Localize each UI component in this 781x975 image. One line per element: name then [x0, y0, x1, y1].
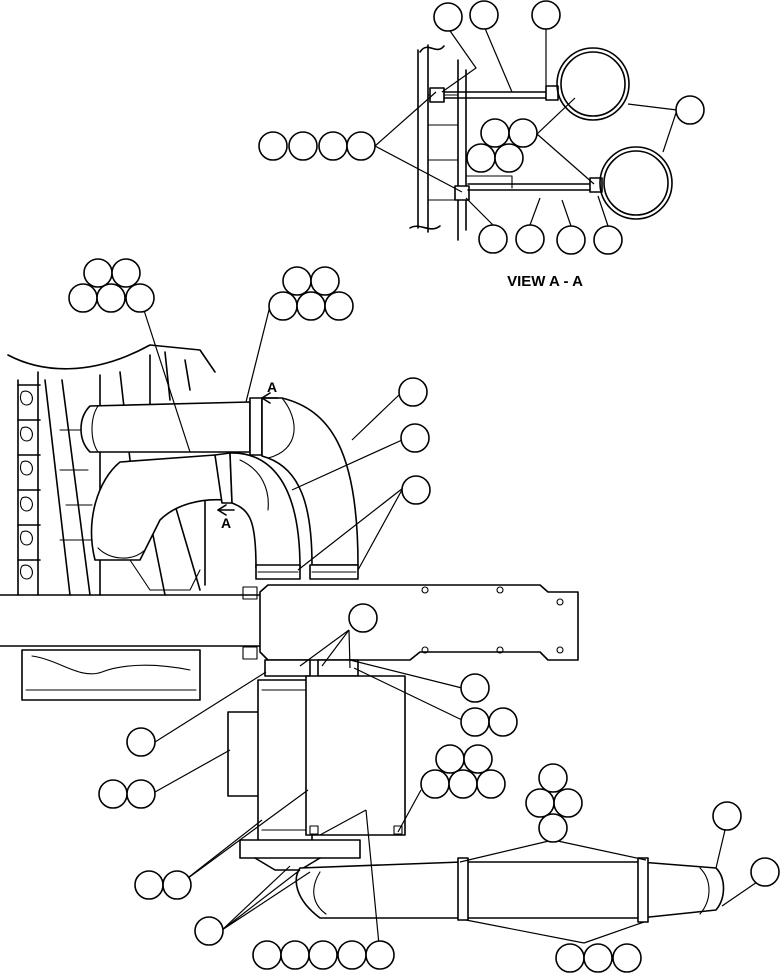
callout-balloon [258, 131, 288, 161]
callout-balloon [460, 673, 490, 703]
callout-balloon [460, 707, 490, 737]
view-title: VIEW A - A [507, 273, 583, 290]
callout-balloon [162, 870, 192, 900]
callout-balloon [750, 857, 780, 887]
callout-balloon [466, 143, 496, 173]
callout-balloon [508, 118, 538, 148]
callout-balloon [134, 870, 164, 900]
callout-balloon [525, 788, 555, 818]
callout-balloon [593, 225, 623, 255]
callout-balloon [318, 131, 348, 161]
callout-balloon [488, 707, 518, 737]
section-mark-upper: A [267, 379, 277, 395]
callout-balloon [556, 225, 586, 255]
leader-lines [139, 25, 761, 956]
callout-balloon [308, 940, 338, 970]
callout-balloon [553, 788, 583, 818]
callout-balloon [126, 727, 156, 757]
callout-balloon [96, 283, 126, 313]
callout-balloon [555, 943, 585, 973]
section-marks: A A [217, 379, 279, 531]
callout-balloon [494, 143, 524, 173]
callout-balloon [83, 258, 113, 288]
callout-balloon [280, 940, 310, 970]
callout-balloon [337, 940, 367, 970]
callout-balloon [712, 801, 742, 831]
callout-balloon [348, 603, 378, 633]
callout-balloon [478, 224, 508, 254]
callout-balloon [268, 291, 298, 321]
callout-balloon [398, 377, 428, 407]
callout-balloon [98, 779, 128, 809]
callout-balloon [324, 291, 354, 321]
callout-balloon [282, 266, 312, 296]
callout-balloon [400, 423, 430, 453]
callout-balloon [433, 2, 463, 32]
callout-balloon [538, 763, 568, 793]
callout-balloon [288, 131, 318, 161]
main-assembly [0, 344, 725, 923]
section-mark-lower: A [221, 515, 231, 531]
callout-balloon [538, 813, 568, 843]
callout-balloon [194, 916, 224, 946]
callout-balloon [612, 943, 642, 973]
callout-balloon [476, 769, 506, 799]
callout-balloon [469, 0, 499, 30]
callout-balloon [252, 940, 282, 970]
callout-balloon [675, 95, 705, 125]
callout-balloon [401, 475, 431, 505]
callout-balloons [68, 0, 780, 973]
callout-balloon [583, 943, 613, 973]
callout-balloon [515, 224, 545, 254]
callout-balloon [126, 779, 156, 809]
callout-balloon [420, 769, 450, 799]
callout-balloon [480, 118, 510, 148]
callout-balloon [531, 0, 561, 30]
callout-balloon [125, 283, 155, 313]
callout-balloon [68, 283, 98, 313]
callout-balloon [111, 258, 141, 288]
view-a-a-detail: VIEW A - A [409, 44, 673, 290]
callout-balloon [365, 940, 395, 970]
callout-balloon [310, 266, 340, 296]
callout-balloon [296, 291, 326, 321]
callout-balloon [463, 744, 493, 774]
callout-balloon [448, 769, 478, 799]
callout-balloon [346, 131, 376, 161]
callout-balloon [435, 744, 465, 774]
